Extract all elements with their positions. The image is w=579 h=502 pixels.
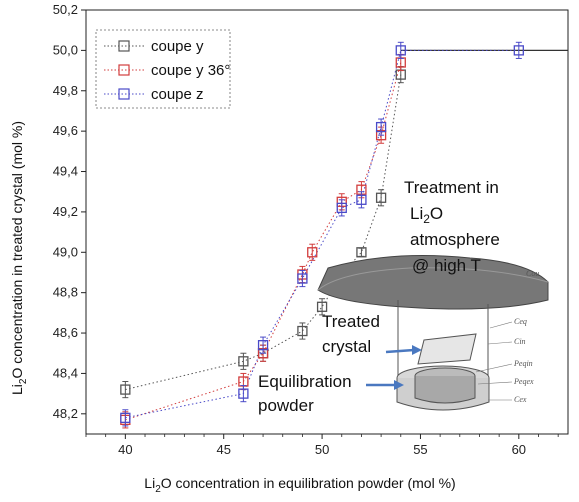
- data-point: [238, 388, 249, 399]
- y-tick-label: 50,0: [53, 42, 78, 57]
- crucible-inner-body: [414, 376, 476, 404]
- legend-marker-coupe-y: [118, 40, 130, 52]
- x-tick-label: 50: [315, 442, 329, 457]
- data-point: [307, 247, 318, 258]
- equilibration-line-1: Equilibration: [258, 372, 352, 391]
- data-point: [336, 202, 347, 214]
- treatment-line-1: Treatment in: [404, 178, 499, 197]
- diagram-label-ceq: Ceq: [514, 317, 527, 326]
- y-axis-label-li: Li: [9, 384, 25, 395]
- x-axis-label-sub: 2: [155, 484, 161, 495]
- y-tick-label: 48,6: [53, 325, 78, 340]
- crucible-lid-top: [317, 267, 549, 291]
- data-point: [257, 340, 269, 351]
- diagram-label-cex: Cex: [514, 395, 527, 404]
- legend-item-coupe-z: coupe z: [104, 86, 204, 103]
- y-tick-label: 49,2: [53, 204, 78, 219]
- data-point: [513, 45, 524, 56]
- treatment-li: Li: [410, 204, 423, 223]
- y-tick-label: 49,0: [53, 244, 78, 259]
- equilibration-line-2: powder: [258, 396, 314, 415]
- legend-box: [95, 29, 231, 109]
- treatment-o: O: [430, 204, 443, 223]
- y-tick-label: 50,2: [53, 2, 78, 17]
- data-point: [297, 325, 308, 337]
- legend-item-coupe-y: coupe y: [104, 38, 204, 55]
- y-tick-label: 49,6: [53, 123, 78, 138]
- axis-ticks: 40 45 50 55 60 48,2 48,4 48,6 48,8 49,0 49,2 49,4 49…: [53, 2, 559, 457]
- treated-crystal-line-2: crystal: [322, 337, 371, 356]
- y-tick-label: 48,8: [53, 285, 78, 300]
- x-tick-label: 45: [216, 442, 230, 457]
- y-axis-label: Li2O concentration in treated crystal (m…: [9, 121, 29, 395]
- treated-crystal-line-1: Treated: [322, 312, 380, 331]
- plot-frame: [85, 9, 569, 435]
- equilibration-arrowhead: [394, 380, 404, 390]
- diagram-label-peqex: Peqex: [513, 377, 534, 386]
- diagram-leader-4: [477, 381, 513, 385]
- y-tick-label: 48,4: [53, 365, 78, 380]
- treated-crystal-plate: [417, 333, 477, 365]
- legend-label-coupe-z: coupe z: [151, 86, 204, 103]
- diagram-leader-1: [489, 321, 513, 329]
- crucible-lid: [317, 255, 549, 310]
- legend-marker-coupe-z: [118, 88, 130, 100]
- data-point: [120, 412, 131, 423]
- treatment-sub: 2: [423, 212, 430, 226]
- legend-item-coupe-y-36: coupe y 36°: [104, 62, 230, 79]
- data-point: [297, 273, 308, 284]
- treatment-line-li2o: Li2O: [410, 204, 443, 226]
- treatment-line-3: atmosphere: [410, 230, 500, 249]
- data-point: [316, 301, 328, 312]
- x-tick-label: 60: [512, 442, 526, 457]
- y-tick-label: 49,8: [53, 83, 78, 98]
- x-axis-label-li: Li: [144, 475, 155, 491]
- diagram-label-cin: Cin: [514, 337, 526, 346]
- legend-marker-coupe-y-36: [118, 64, 130, 76]
- series-line-2: [125, 49, 519, 419]
- y-tick-label: 49,4: [53, 164, 78, 179]
- treatment-annotation: Treatment in Li2O atmosphere @ high T: [404, 178, 500, 275]
- diagram-label-peqin: Peqin: [513, 359, 533, 368]
- data-point: [395, 45, 406, 56]
- data-point: [356, 247, 367, 258]
- series-line-0: [125, 74, 402, 391]
- treatment-line-4: @ high T: [412, 256, 481, 275]
- treated-crystal-arrow: [385, 348, 415, 354]
- diagram-leader-2: [487, 341, 513, 345]
- diagram-leader-3: [475, 363, 513, 373]
- y-tick-label: 48,2: [53, 406, 78, 421]
- data-point: [375, 192, 387, 203]
- x-tick-label: 55: [413, 442, 427, 457]
- data-point: [120, 384, 131, 395]
- legend-label-coupe-y: coupe y: [151, 38, 204, 55]
- y-axis-label-rest: O concentration in treated crystal (mol …: [9, 121, 25, 379]
- x-tick-label: 40: [118, 442, 132, 457]
- series-lines: [125, 49, 568, 421]
- legend-label-coupe-y-36: coupe y 36°: [151, 62, 230, 79]
- data-point: [356, 194, 367, 205]
- equilibration-annotation: Equilibration powder: [258, 372, 404, 415]
- data-point: [238, 356, 249, 367]
- y-axis-label-sub: 2: [18, 378, 29, 384]
- diagram-label-cou: Cou: [526, 269, 539, 278]
- treated-crystal-arrowhead: [412, 345, 422, 355]
- treated-crystal-annotation: Treated crystal: [322, 312, 422, 356]
- x-axis-label: Li2O concentration in equilibration powd…: [144, 475, 455, 495]
- data-point: [375, 121, 387, 133]
- series-line-1: [125, 62, 402, 421]
- legend: coupe y coupe y 36° coupe z: [95, 29, 231, 109]
- crucible-diagram: Cou Ceq Cin Peqin Peqex Cex: [317, 255, 549, 411]
- x-axis-label-rest: O concentration in equilibration powder …: [161, 475, 456, 491]
- series-points: [120, 41, 524, 429]
